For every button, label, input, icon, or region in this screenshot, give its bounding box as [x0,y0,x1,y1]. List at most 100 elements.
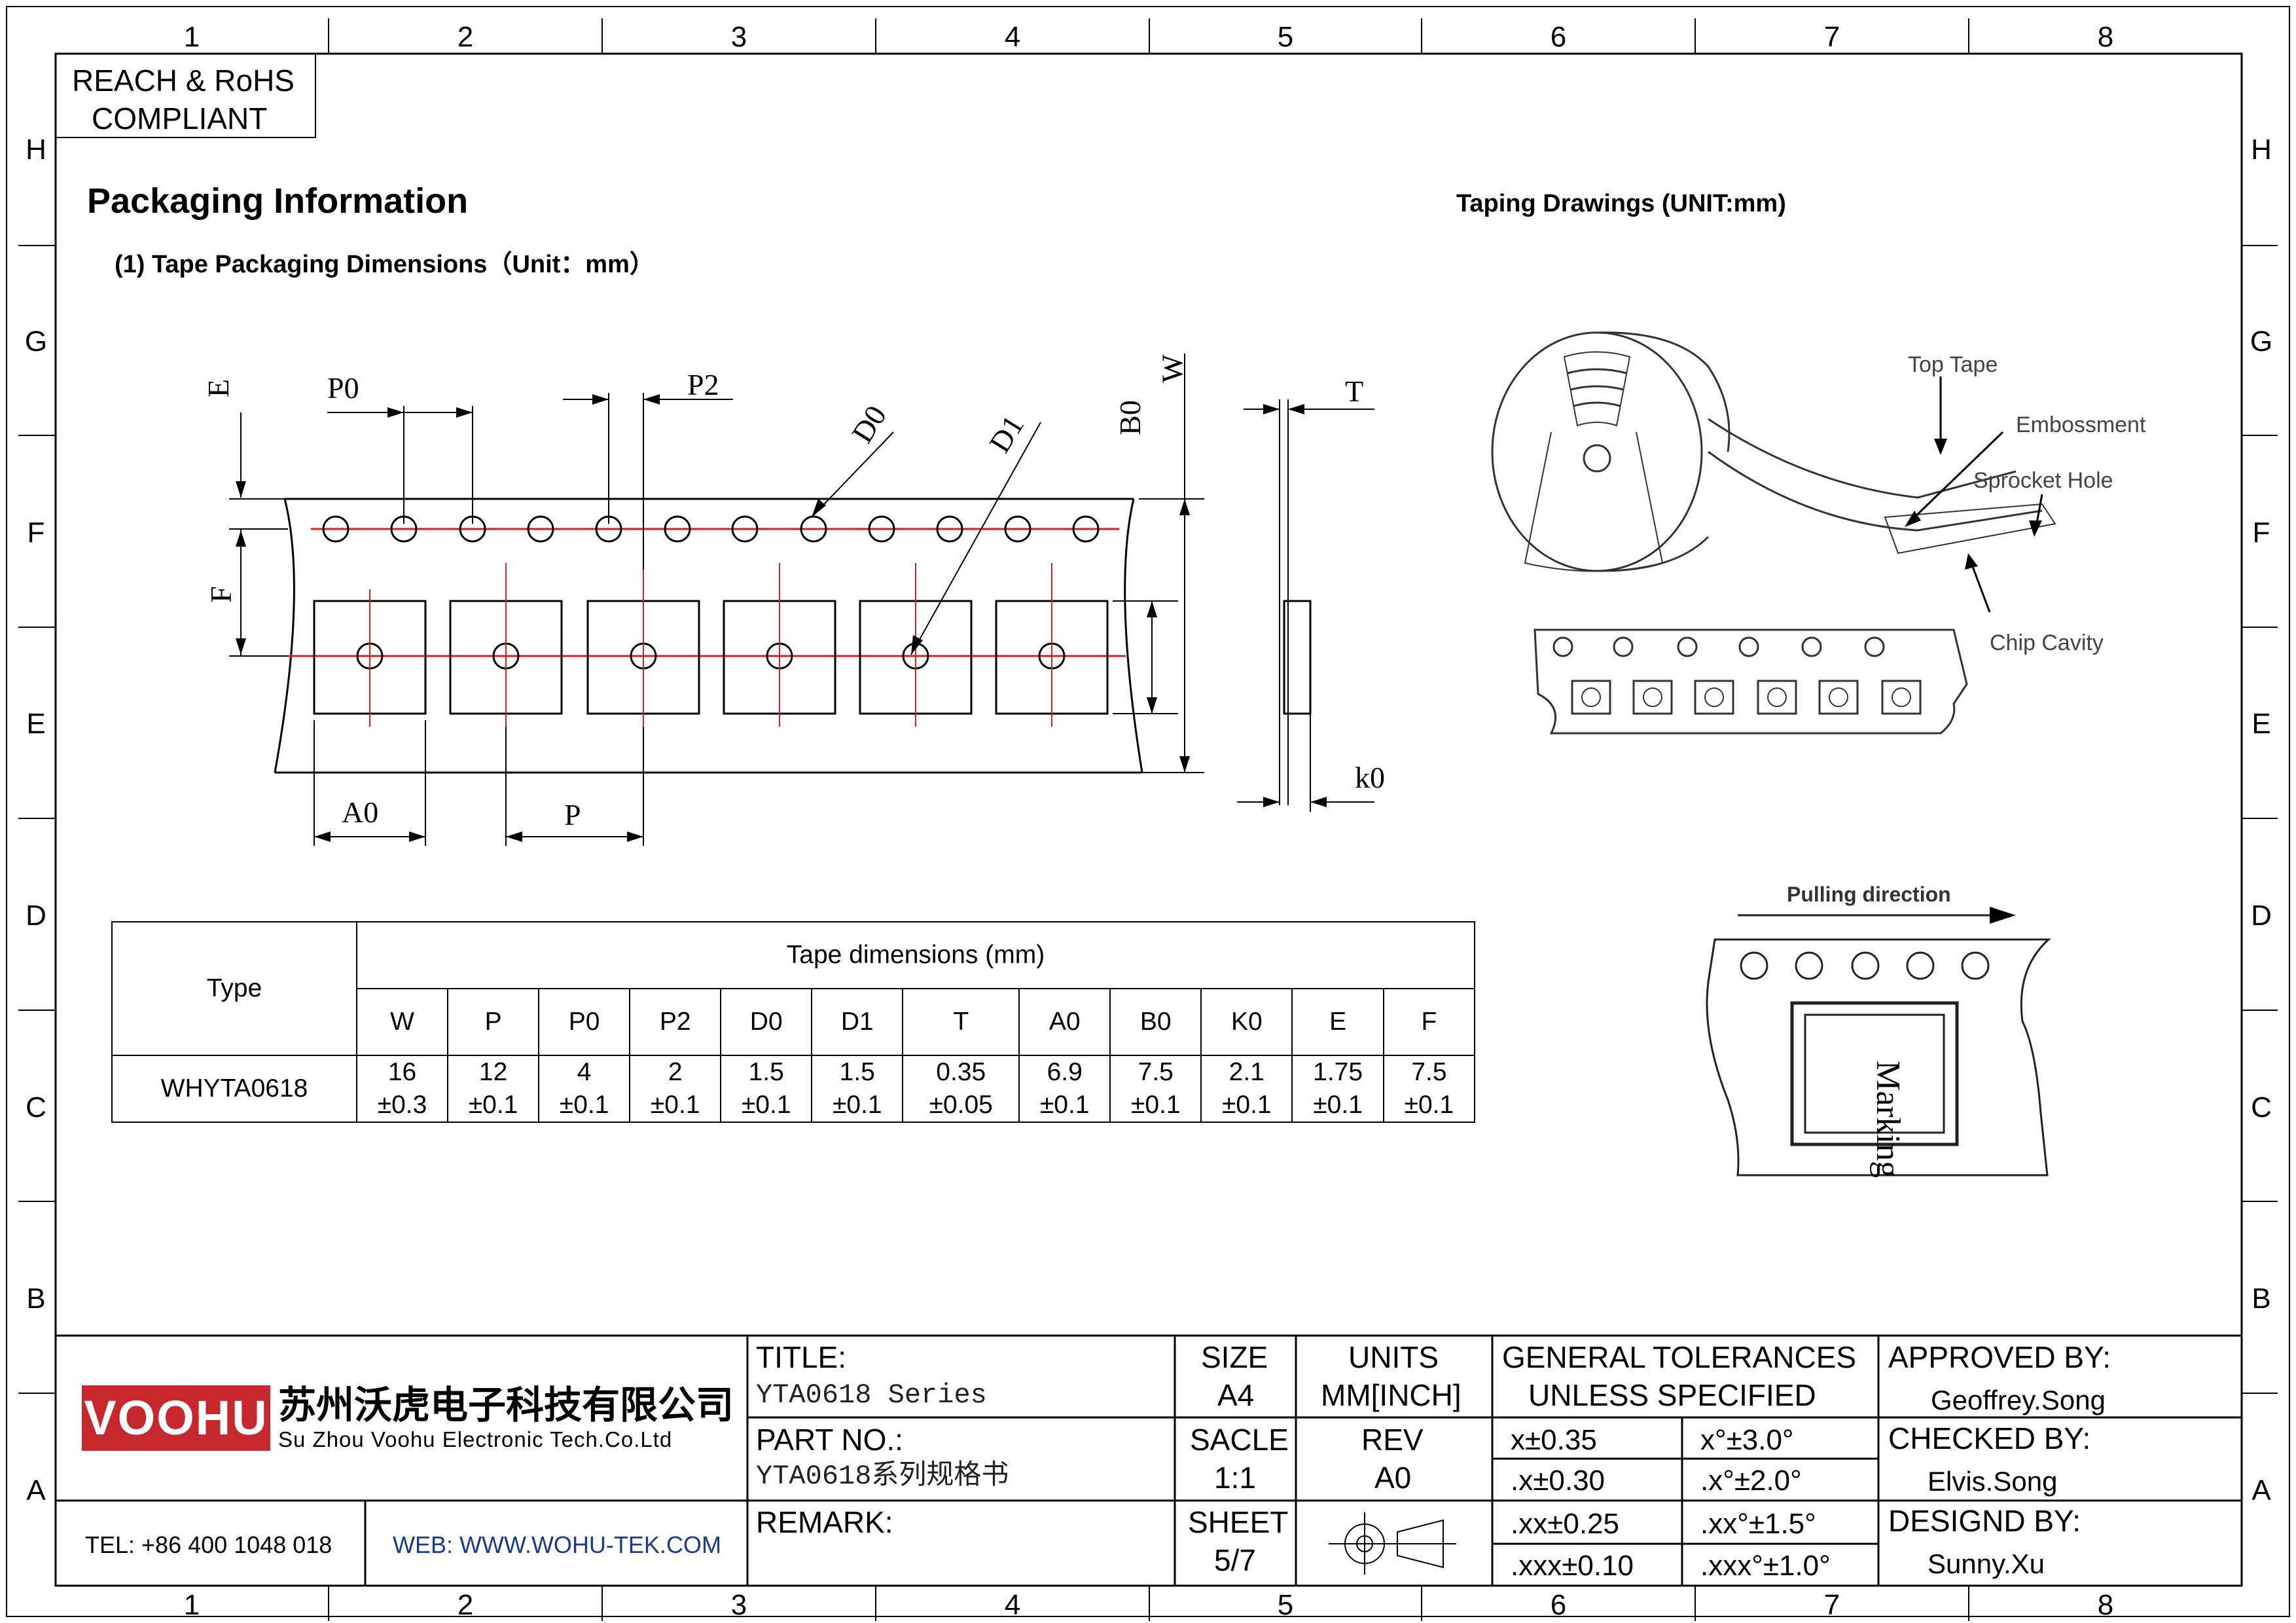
checked-by-label: CHECKED BY: [1888,1421,2091,1455]
table-group-header: Tape dimensions (mm) [356,921,1475,989]
label-t: T [1345,374,1364,408]
company-web-link[interactable]: WEB: WWW.WOHU-TEK.COM [393,1531,721,1558]
zone-col-2-bottom: 2 [457,1589,474,1621]
projection-symbol-icon [1329,1512,1456,1575]
zone-col-5-bottom: 5 [1277,1589,1294,1621]
zone-row-a-right: A [2251,1474,2271,1506]
tolerances-title-1: GENERAL TOLERANCES [1502,1340,1857,1374]
cell-a0: 6.9±0.1 [1018,1055,1111,1123]
label-e: E [202,378,236,398]
zone-col-6-bottom: 6 [1550,1589,1567,1621]
cell-d1: 1.5±0.1 [811,1055,904,1123]
zone-row-b: B [26,1283,46,1315]
company-name-cn: 苏州沃虎电子科技有限公司 [278,1384,734,1427]
company-tel: TEL: +86 400 1048 018 [85,1531,332,1558]
tolerance-linear-0: x±0.35 [1511,1424,1597,1456]
sheet-value: 5/7 [1214,1543,1256,1577]
compliance-line-1: REACH & RoHS [72,64,295,98]
company-name-en: Su Zhou Voohu Electronic Tech.Co.Ltd [278,1427,673,1451]
cell-p2: 2±0.1 [629,1055,722,1123]
zone-row-f-right: F [2252,517,2270,549]
sprocket-holes [322,515,1100,543]
zone-col-6: 6 [1550,21,1567,53]
zone-row-e: E [26,708,46,740]
designed-by-value: Sunny.Xu [1928,1548,2045,1579]
cell-p: 12±0.1 [447,1055,540,1123]
label-k0: k0 [1355,761,1385,794]
cell-k0: 2.1±0.1 [1200,1055,1293,1123]
zone-row-b-right: B [2251,1283,2271,1315]
zone-row-a: A [26,1474,46,1506]
zone-col-1-bottom: 1 [183,1589,200,1621]
rev-label: REV [1361,1423,1424,1457]
zone-row-h-right: H [2251,134,2272,166]
label-embossment: Embossment [2016,412,2146,437]
company-logo: VOOHU [82,1385,270,1451]
label-p: P [564,798,581,831]
taping-drawings-title: Taping Drawings (UNIT:mm) [1456,190,1786,217]
size-label: SIZE [1201,1340,1268,1374]
zone-row-d-right: D [2251,900,2272,932]
tolerance-angular-1: .x°±2.0° [1700,1465,1802,1497]
label-f: F [204,586,238,603]
tolerance-angular-0: x°±3.0° [1700,1424,1794,1456]
zone-col-5: 5 [1277,21,1294,53]
page-title: Packaging Information [87,181,469,221]
zone-col-4-bottom: 4 [1004,1589,1021,1621]
pulling-direction-diagram [1706,907,2051,1176]
cell-t: 0.35±0.05 [902,1055,1020,1123]
zone-col-3: 3 [730,21,747,53]
title-label: TITLE: [756,1340,847,1374]
zone-row-g: G [24,325,48,357]
zone-row-c: C [26,1091,46,1123]
tape-strip-chips [1534,629,1968,735]
tolerance-linear-2: .xx±0.25 [1511,1508,1620,1540]
zone-col-7: 7 [1823,21,1840,53]
label-marking: Marking [1869,1061,1907,1178]
zone-col-1: 1 [183,21,200,53]
zone-row-f: F [27,517,45,549]
zone-col-2: 2 [457,21,474,53]
compliance-box [55,53,316,138]
units-value: MM[INCH] [1321,1378,1462,1412]
table-header-type: Type [111,921,357,1056]
zone-row-e-right: E [2251,708,2271,740]
part-number-value: YTA0618系列规格书 [756,1461,1009,1492]
table-row: WHYTA0618 16±0.3 12±0.1 4±0.1 2±0.1 1.5±… [111,1055,1476,1123]
col-header-e: E [1291,988,1384,1056]
outer-border [6,6,2290,1617]
zone-col-4: 4 [1004,21,1021,53]
zone-row-d: D [26,900,46,932]
label-chip-cavity: Chip Cavity [1990,630,2104,655]
cell-d0: 1.5±0.1 [720,1055,813,1123]
col-header-p: P [447,988,540,1056]
cell-type: WHYTA0618 [111,1055,357,1123]
tolerance-angular-2: .xx°±1.5° [1700,1508,1816,1540]
checked-by-value: Elvis.Song [1928,1466,2058,1497]
tape-top-view [229,354,1204,846]
cell-p0: 4±0.1 [538,1055,631,1123]
label-w: W [1155,354,1189,383]
tolerances-title-2: UNLESS SPECIFIED [1528,1378,1816,1412]
approved-by-value: Geoffrey.Song [1931,1385,2106,1415]
label-b0: B0 [1113,400,1147,435]
scale-label: SACLE [1190,1423,1289,1457]
zone-row-h: H [26,134,46,166]
chip-cavities [313,600,1109,715]
col-header-p0: P0 [538,988,631,1056]
label-pulling-direction: Pulling direction [1787,883,1951,906]
part-number-label: PART NO.: [756,1423,903,1457]
tape-side-view [1237,399,1374,812]
tolerance-linear-3: .xxx±0.10 [1511,1550,1634,1582]
zone-col-7-bottom: 7 [1823,1589,1840,1621]
zone-row-c-right: C [2251,1091,2272,1123]
zone-row-g-right: G [2250,325,2273,357]
reel-illustration [1491,331,2056,613]
col-header-a0: A0 [1018,988,1111,1056]
zone-col-3-bottom: 3 [730,1589,747,1621]
title-value: YTA0618 Series [756,1379,987,1411]
label-sprocket-hole: Sprocket Hole [1973,468,2113,493]
compliance-line-2: COMPLIANT [92,101,268,136]
units-label: UNITS [1348,1340,1439,1374]
